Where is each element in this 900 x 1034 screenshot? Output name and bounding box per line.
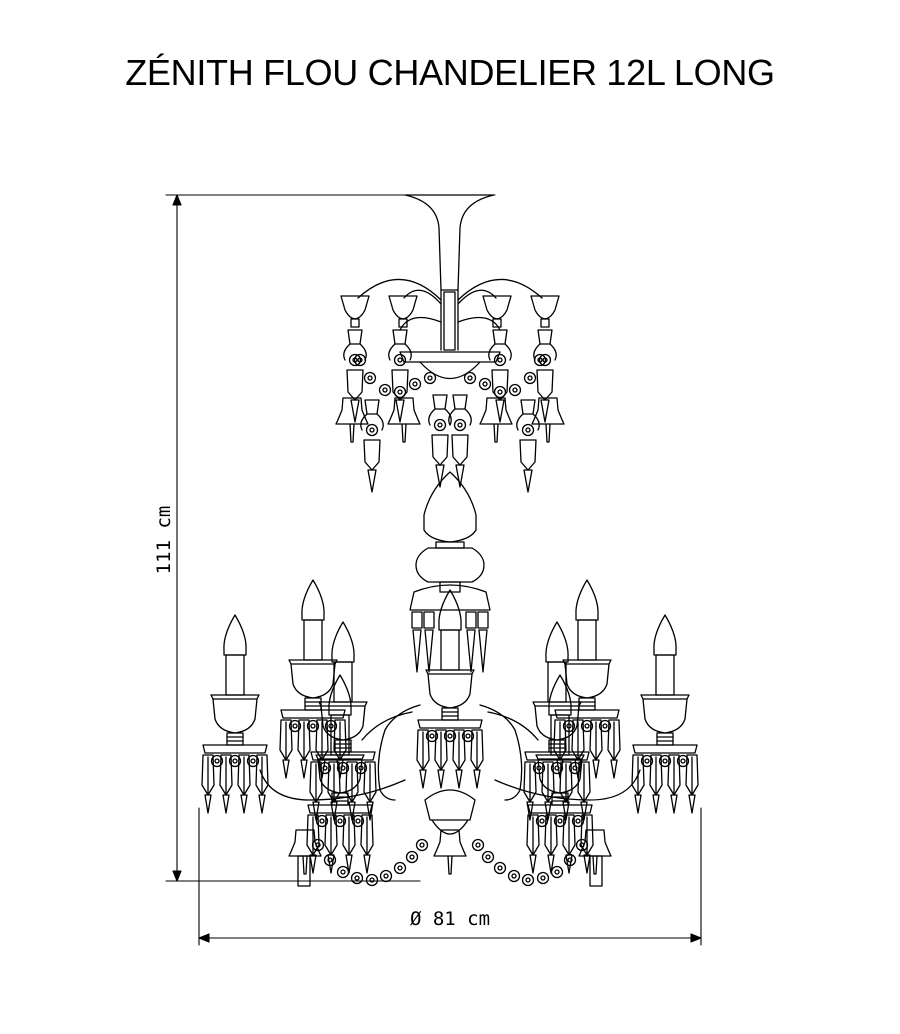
diameter-dimension — [198, 807, 702, 946]
height-label: 111 cm — [153, 506, 175, 575]
product-title: ZÉNITH FLOU CHANDELIER 12L LONG — [125, 52, 775, 93]
diameter-label: Ø 81 cm — [410, 908, 490, 930]
height-dimension — [165, 194, 496, 882]
